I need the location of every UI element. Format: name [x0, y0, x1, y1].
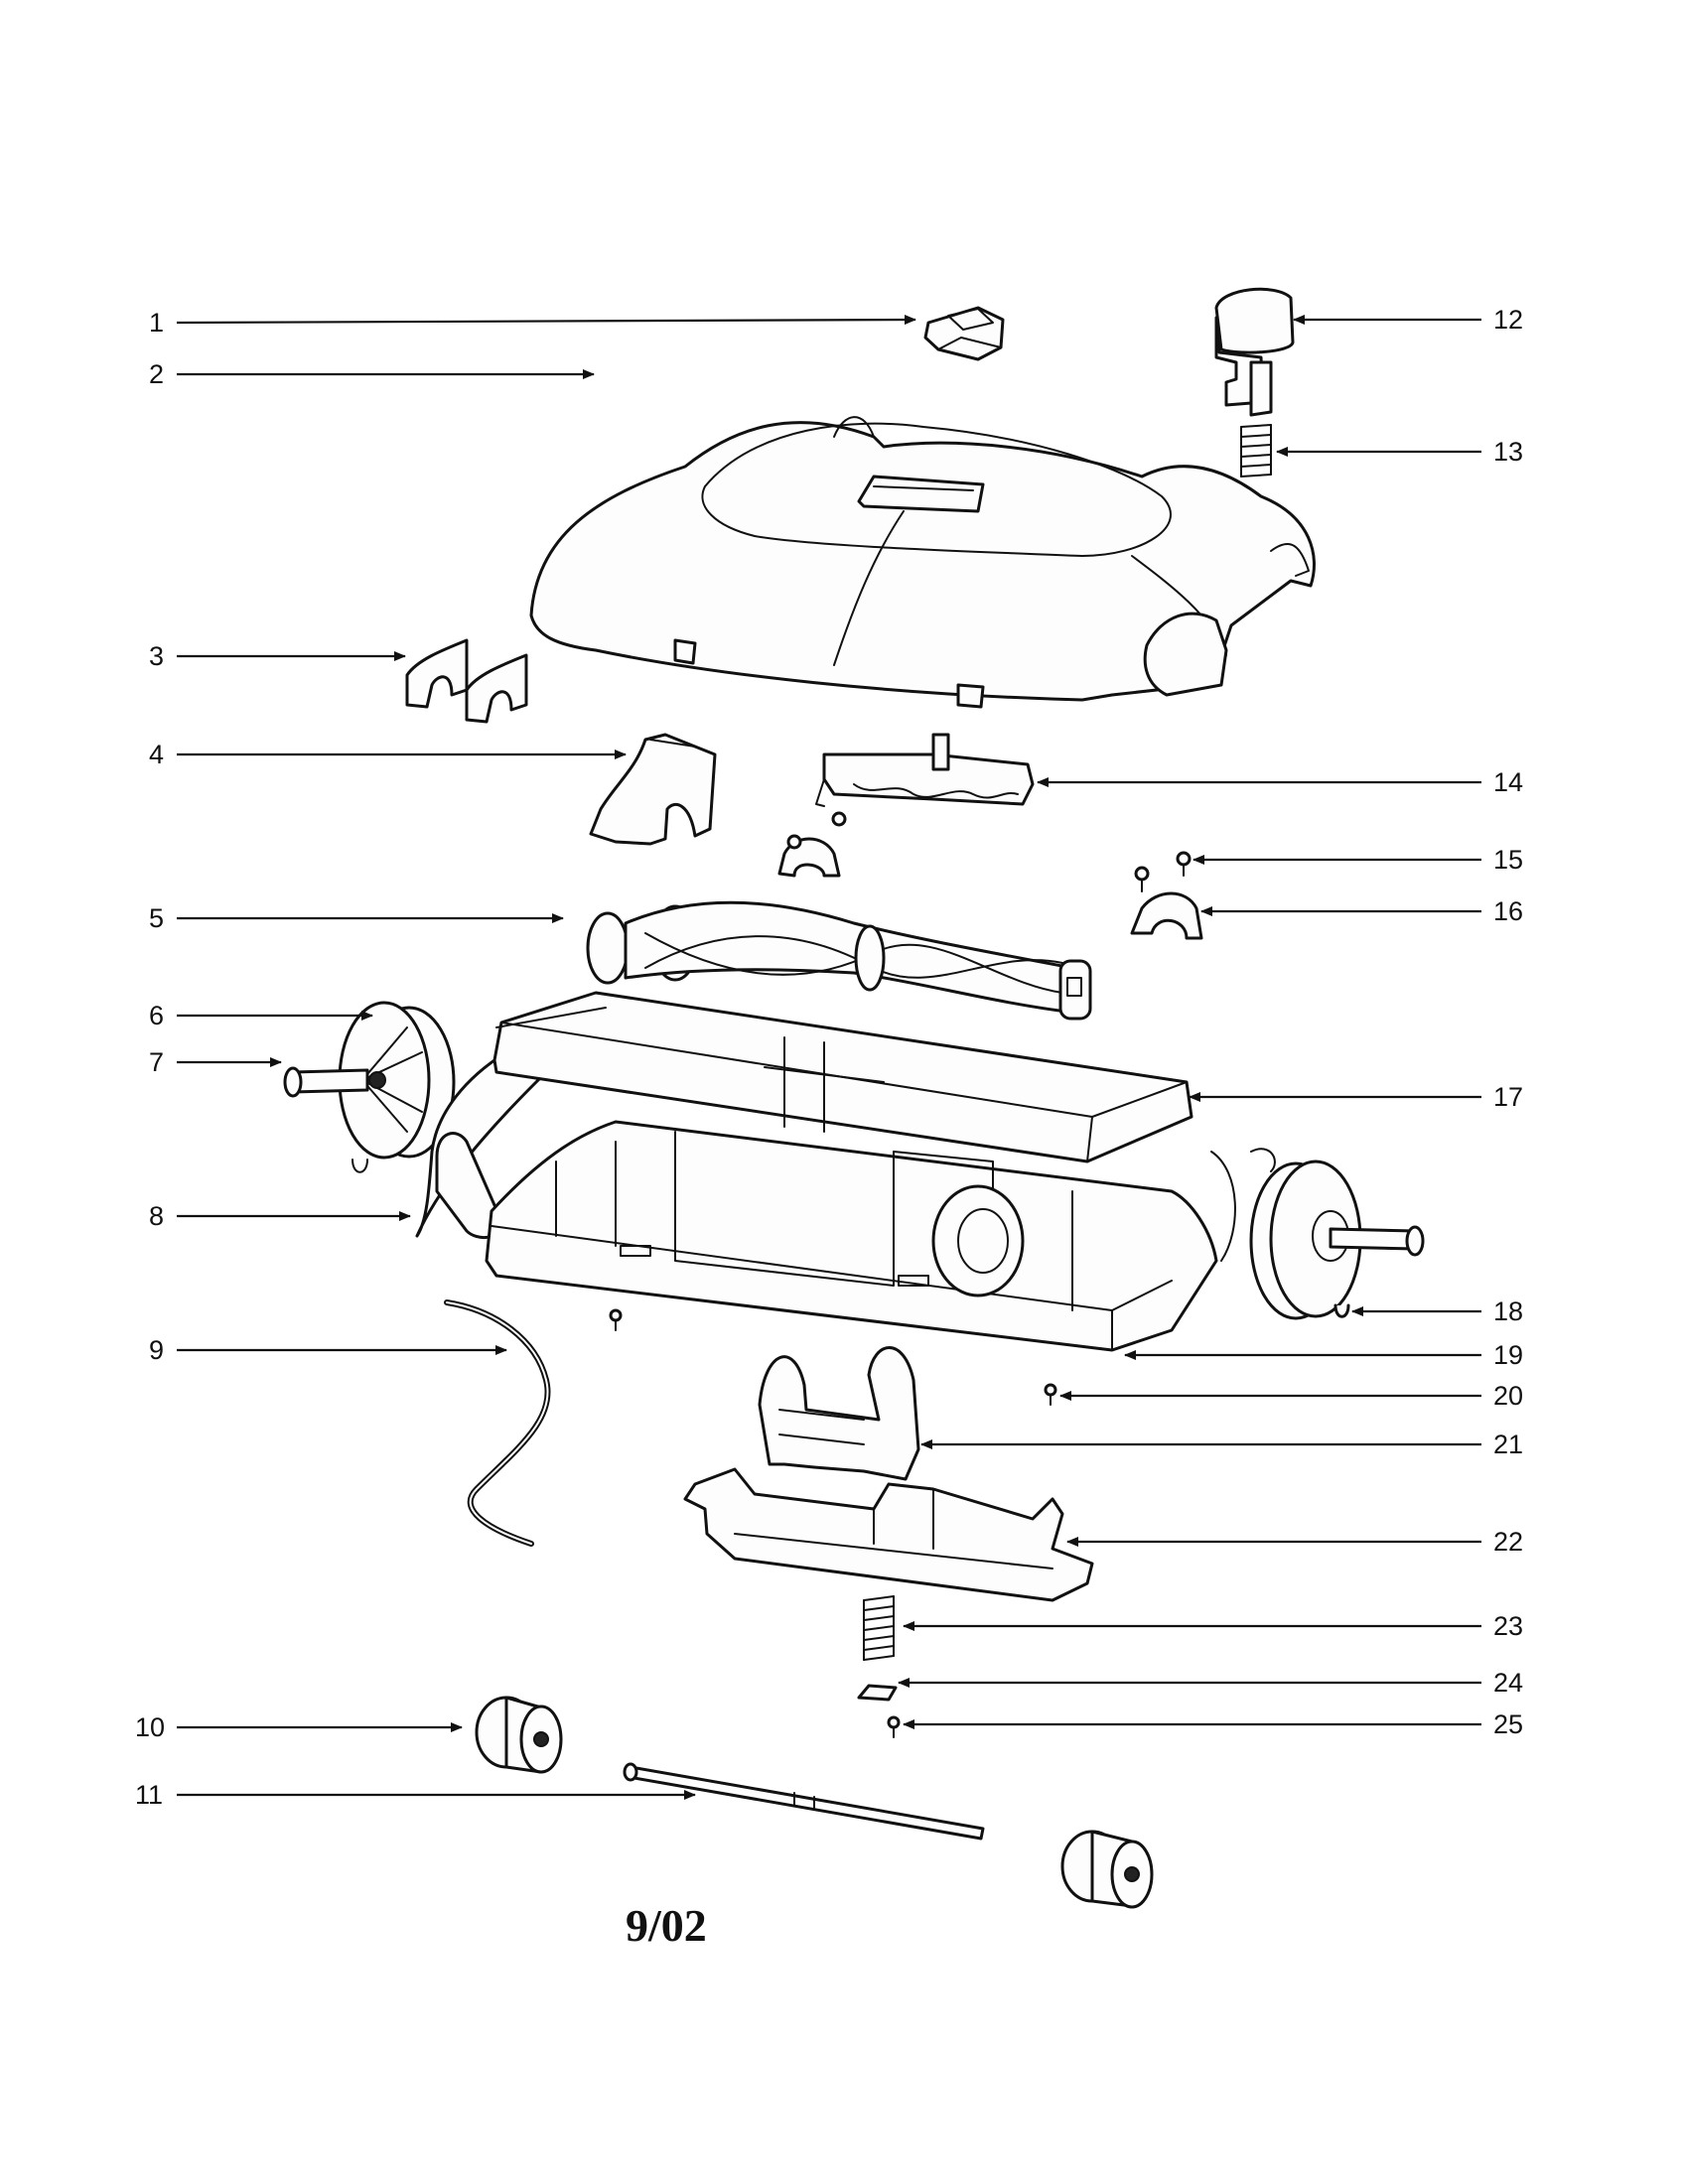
- part-4-nozzle-guard: [589, 733, 717, 846]
- retaining-clip-left: [351, 1159, 368, 1173]
- screw-under-base: [609, 1308, 623, 1331]
- callout-label: 4: [149, 740, 164, 769]
- callout-label: 8: [149, 1201, 164, 1231]
- part-10-rear-roller-left: [475, 1696, 563, 1774]
- callout-label: 1: [149, 308, 164, 338]
- bearing-clip-left: [777, 811, 847, 878]
- part-19-base-chassis: [485, 1036, 1236, 1352]
- part-3-clips: [405, 638, 528, 724]
- callout-label: 21: [1493, 1430, 1523, 1459]
- callout-label: 2: [149, 359, 164, 389]
- callout-label: 18: [1493, 1297, 1523, 1326]
- callout-label: 5: [149, 903, 164, 933]
- part-24-clip: [857, 1684, 898, 1702]
- callout-label: 13: [1493, 437, 1523, 467]
- callout-label: 24: [1493, 1668, 1523, 1698]
- part-12-handle-release: [1214, 287, 1295, 417]
- callout-label: 7: [149, 1047, 164, 1077]
- rear-roller-right: [1060, 1830, 1154, 1909]
- callout-label: 15: [1493, 845, 1523, 875]
- callout-label: 22: [1493, 1527, 1523, 1557]
- part-5-brush-roll: [586, 900, 1092, 1021]
- part-1-latch-button: [923, 306, 1005, 361]
- callout-label: 25: [1493, 1709, 1523, 1739]
- callout-label: 23: [1493, 1611, 1523, 1641]
- leader-1: [176, 315, 916, 326]
- callout-label: 20: [1493, 1381, 1523, 1411]
- part-7-axle-left: [283, 1066, 369, 1098]
- part-14-bracket: [815, 733, 1035, 807]
- part-13-spring: [1240, 424, 1272, 478]
- part-25-screw: [887, 1715, 901, 1738]
- part-11-rear-axle: [623, 1762, 985, 1841]
- part-9-cord: [444, 1299, 551, 1547]
- callout-label: 3: [149, 641, 164, 671]
- wheel-right-assembly: [1249, 1148, 1425, 1320]
- callout-label: 6: [149, 1001, 164, 1030]
- part-6-wheel-left: [338, 1001, 456, 1160]
- part-2-hood-cover: [529, 416, 1316, 709]
- part-23-spring: [863, 1595, 895, 1661]
- callout-label: 14: [1493, 767, 1523, 797]
- callout-label: 17: [1493, 1082, 1523, 1112]
- part-18-retaining-clip: [1333, 1303, 1350, 1318]
- part-16-bearing-clip: [1130, 891, 1203, 940]
- callout-label: 12: [1493, 305, 1523, 335]
- part-15-screws: [1134, 851, 1192, 892]
- part-20-screw: [1044, 1383, 1057, 1406]
- callout-label: 11: [135, 1780, 163, 1810]
- part-22-lower-bracket: [683, 1467, 1094, 1602]
- callout-label: 16: [1493, 896, 1523, 926]
- callout-label: 9: [149, 1335, 164, 1365]
- part-21-pedal-bracket: [758, 1346, 920, 1481]
- callout-label: 10: [135, 1712, 165, 1742]
- date-mark: 9/02: [626, 1900, 707, 1951]
- callout-label: 19: [1493, 1340, 1523, 1370]
